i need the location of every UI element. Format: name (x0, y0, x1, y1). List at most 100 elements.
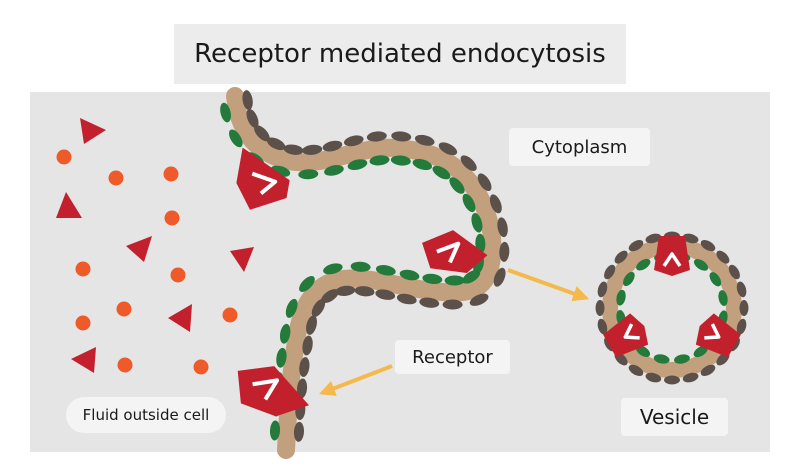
arrow-to-vesicle (507, 268, 590, 302)
membrane-segment (306, 315, 317, 335)
membrane-segment (279, 323, 291, 344)
vesicle-segment (716, 250, 730, 264)
membrane-segment (299, 276, 315, 292)
vesicle-segment (616, 289, 626, 306)
ligand-dot (75, 261, 91, 277)
vesicle-segment (653, 354, 670, 364)
membrane-segment (299, 357, 310, 377)
ligand-dot (56, 149, 72, 165)
membrane-segment (323, 263, 343, 275)
ligand-dot (75, 315, 91, 331)
membrane-segment (493, 267, 506, 287)
membrane-segment (335, 285, 356, 297)
membrane-segment (254, 125, 270, 142)
membrane-segment (322, 140, 343, 152)
ligand-triangle (56, 192, 82, 218)
membrane-segment (462, 193, 476, 213)
vesicle-segment (700, 364, 716, 376)
membrane-segment (246, 109, 259, 128)
receptor-label: Receptor (395, 340, 510, 374)
membrane-segment (321, 289, 339, 303)
membrane-segment (414, 134, 435, 146)
membrane-segment (302, 335, 313, 356)
membrane-outer-layer (242, 90, 510, 442)
vesicle-receptor (654, 236, 690, 276)
membrane-segment (438, 142, 458, 156)
membrane-segment (499, 241, 510, 262)
vesicle-segment (736, 318, 747, 335)
arrow-to-receptor (319, 364, 393, 396)
membrane-segment (375, 265, 396, 276)
cell-membrane (220, 87, 510, 459)
membrane-segment (269, 420, 281, 441)
membrane-segment (220, 102, 231, 123)
membrane-segment (242, 90, 253, 111)
membrane-segment (471, 213, 483, 233)
membrane-segment (419, 297, 440, 308)
vesicle-segment (628, 240, 644, 252)
membrane-segment (283, 144, 304, 155)
vesicle-segment (597, 318, 608, 335)
membrane-segment (432, 165, 451, 180)
ligand-particles (56, 118, 254, 375)
membrane-segment (422, 273, 443, 285)
fluid-outside-cell-label: Fluid outside cell (66, 397, 226, 433)
membrane-segment (462, 269, 481, 284)
ligand-triangle (126, 236, 152, 262)
vesicle-segment (682, 372, 699, 383)
vesicle-segment (636, 258, 651, 271)
membrane-segment (311, 299, 326, 317)
membrane-segment (293, 421, 304, 442)
vesicle-segment (682, 233, 699, 244)
vesicle (595, 231, 749, 385)
vesicle-segment (674, 354, 690, 364)
ligand-dot (108, 170, 124, 186)
vesicle-segment (739, 300, 749, 316)
membrane-segment (369, 155, 390, 166)
ligand-dot (164, 210, 180, 226)
ligand-triangle (168, 304, 192, 332)
vesicle-segment (728, 264, 740, 280)
receptor (236, 147, 290, 210)
membrane-segment (399, 269, 420, 281)
vesicle-segment (614, 250, 628, 264)
ligand-dot (170, 267, 186, 283)
ligand-triangle (230, 247, 254, 272)
vesicle-segment (736, 281, 747, 298)
membrane-segment (324, 165, 344, 176)
ligand-dot (222, 307, 238, 323)
vesicle-receptor (603, 313, 649, 358)
membrane-segment (347, 159, 368, 171)
diagram-title: Receptor mediated endocytosis (194, 39, 606, 69)
vesicle-segment (709, 272, 722, 287)
membrane-segment (375, 289, 396, 300)
vesicle-segment (628, 364, 644, 376)
vesicle-segment (693, 259, 709, 271)
title-box: Receptor mediated endocytosis (174, 24, 626, 84)
membrane-segment (412, 158, 433, 171)
vesicle-segment (597, 281, 608, 298)
vesicle-segment (604, 264, 616, 280)
ligand-dot (163, 166, 179, 182)
membrane-segment (266, 137, 286, 151)
membrane-segment (302, 144, 323, 155)
membrane-segment (350, 261, 371, 272)
ligand-dot (116, 301, 132, 317)
membrane-segment (477, 173, 492, 192)
membrane-segment (354, 286, 375, 297)
vesicle-segment (623, 271, 635, 287)
vesicle-segment (693, 345, 708, 358)
vesicle-segment (595, 300, 605, 316)
membrane-segment (343, 135, 364, 147)
membrane-segment (285, 298, 298, 318)
receptor (237, 366, 309, 417)
membrane-segment (391, 131, 412, 142)
membrane-segment (444, 275, 465, 286)
membrane-segment (229, 129, 243, 148)
vesicle-segment (700, 240, 716, 252)
membrane-segment (497, 217, 508, 238)
cytoplasm-label: Cytoplasm (509, 128, 650, 166)
membrane-segment (366, 131, 387, 142)
membrane-segment (449, 177, 465, 194)
